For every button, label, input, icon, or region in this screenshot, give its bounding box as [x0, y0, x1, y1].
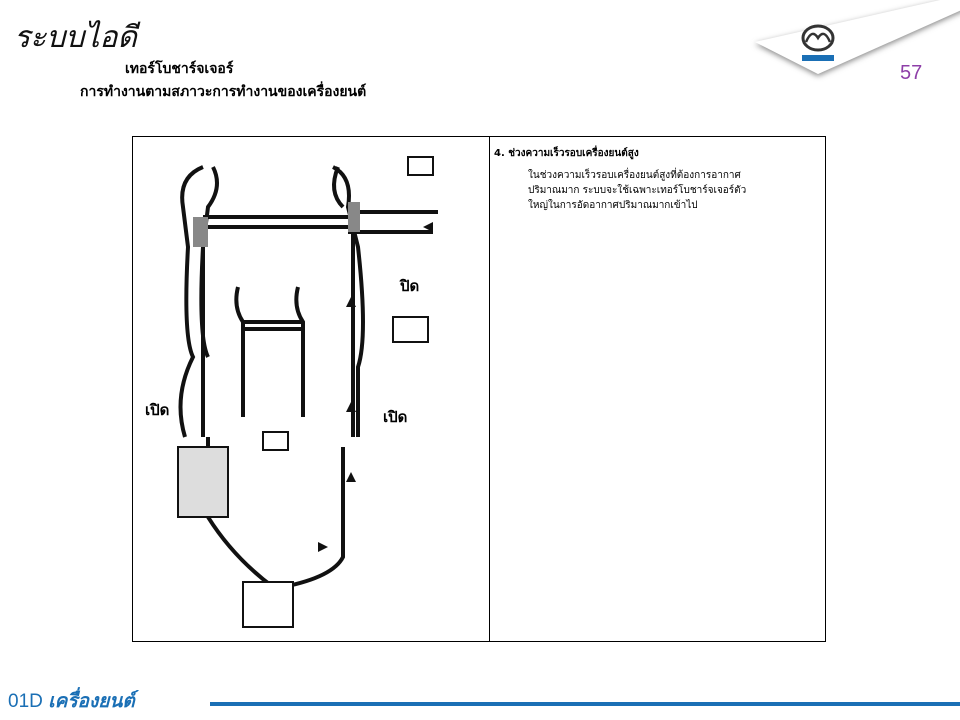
- slide-title: ระบบไอดี: [14, 20, 137, 55]
- footer-divider: [210, 702, 960, 706]
- flow-arrows: [318, 222, 433, 552]
- section-body: ในช่วงความเร็วรอบเครื่องยนต์สูงที่ต้องกา…: [528, 168, 818, 213]
- body-line: ในช่วงความเร็วรอบเครื่องยนต์สูงที่ต้องกา…: [528, 170, 741, 181]
- mazda-banner: [755, 0, 960, 74]
- footer-section: 01D เครื่องยนต์: [8, 686, 135, 716]
- body-line: ใหญ่ในการอัดอากาศปริมาณมากเข้าไป: [528, 200, 698, 211]
- body-line: ปริมาณมาก ระบบจะใช้เฉพาะเทอร์โบชาร์จเจอร…: [528, 185, 747, 196]
- actuator-icon: [262, 156, 434, 451]
- label-open-left: เปิด: [145, 401, 170, 419]
- turbocharger-diagram: [177, 156, 438, 628]
- label-closed: ปิด: [400, 277, 420, 295]
- section-heading: 4. ช่วงความเร็วรอบเครื่องยนต์สูง: [494, 148, 639, 159]
- footer-code: 01D: [8, 691, 43, 712]
- label-open-right: เปิด: [383, 408, 408, 426]
- slide-subtitle: เทอร์โบชาร์จเจอร์: [125, 61, 234, 77]
- table-divider: [489, 136, 490, 642]
- footer-title: เครื่องยนต์: [48, 691, 135, 712]
- content-table: [132, 136, 826, 642]
- mazda-logo-icon: [801, 24, 835, 61]
- slide-subtitle-2: การทำงานตามสภาวะการทำงานของเครื่องยนต์: [80, 84, 367, 100]
- page-number: 57: [900, 62, 923, 84]
